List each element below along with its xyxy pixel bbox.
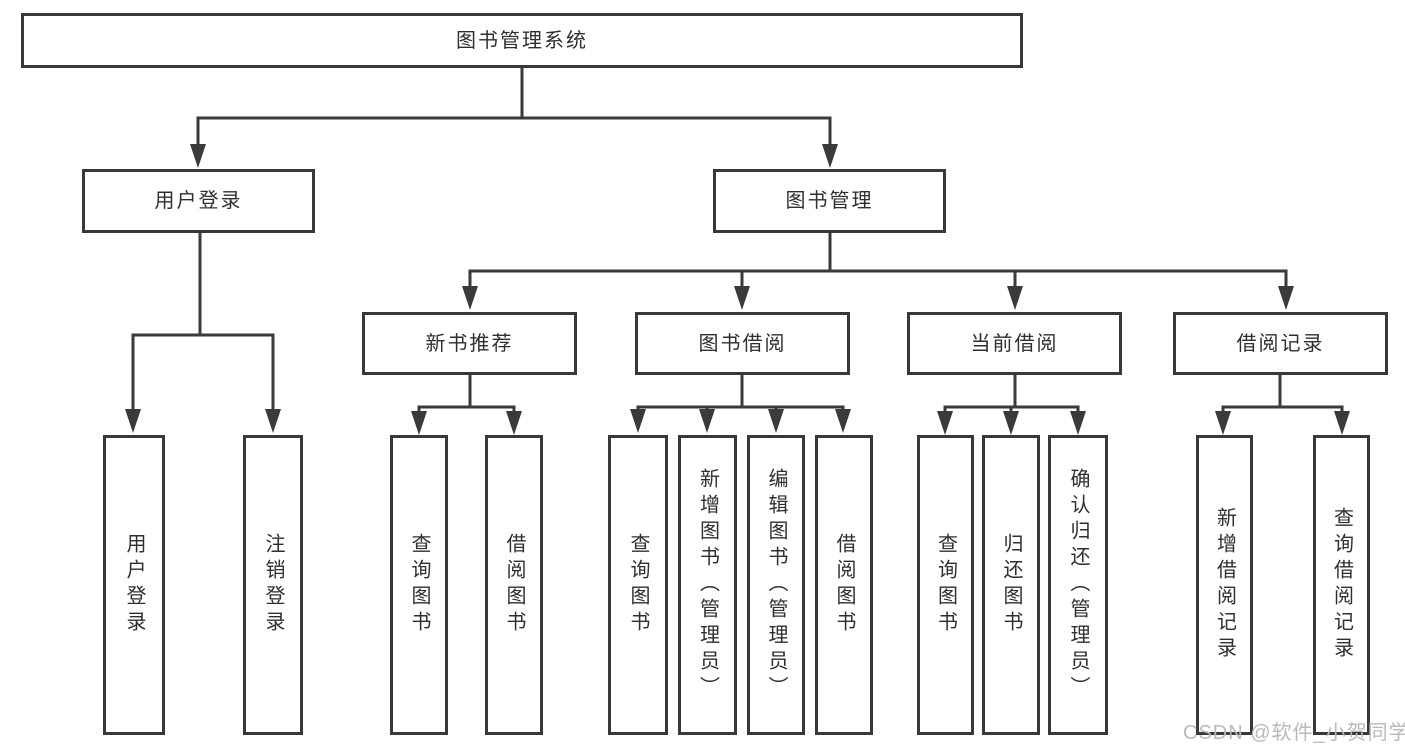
node-label: 图书管理 xyxy=(785,190,874,212)
leaf-label: 查询图书 xyxy=(408,533,430,637)
leaf-confirm-return-admin: 确认归还（管理员） xyxy=(1048,435,1108,735)
leaf-label: 用户登录 xyxy=(123,533,145,637)
leaf-add-books-admin: 新增图书（管理员） xyxy=(678,435,737,735)
leaf-logout: 注销登录 xyxy=(243,435,303,735)
node-label: 当前借阅 xyxy=(970,332,1059,355)
leaf-label: 编辑图书（管理员） xyxy=(765,468,787,702)
leaf-label: 归还图书 xyxy=(1000,533,1022,637)
leaf-user-login: 用户登录 xyxy=(103,435,165,735)
node-label: 图书管理系统 xyxy=(456,29,588,52)
leaf-label: 查询图书 xyxy=(627,533,649,637)
node-library-management-system: 图书管理系统 xyxy=(21,13,1023,68)
leaf-label: 查询借阅记录 xyxy=(1330,507,1353,663)
node-book-management: 图书管理 xyxy=(713,169,946,233)
leaf-label: 查询图书 xyxy=(934,533,957,637)
leaf-label: 借阅图书 xyxy=(503,533,525,637)
csdn-watermark: CSDN @软件_小贺同学 xyxy=(1183,722,1405,744)
leaf-label: 新增借阅记录 xyxy=(1213,507,1236,663)
leaf-label: 新增图书（管理员） xyxy=(696,468,719,702)
leaf-query-books: 查询图书 xyxy=(608,435,668,735)
leaf-return-books: 归还图书 xyxy=(982,435,1040,735)
leaf-query-books: 查询图书 xyxy=(917,435,974,735)
node-label: 用户登录 xyxy=(154,190,243,212)
node-book-borrow: 图书借阅 xyxy=(635,312,850,375)
leaf-label: 借阅图书 xyxy=(833,533,855,637)
leaf-add-borrow-record: 新增借阅记录 xyxy=(1196,435,1253,735)
node-user-login: 用户登录 xyxy=(82,169,315,233)
leaf-edit-books-admin: 编辑图书（管理员） xyxy=(747,435,805,735)
arrowhead-icons xyxy=(125,144,1350,435)
node-label: 借阅记录 xyxy=(1236,332,1325,355)
leaf-borrow-books: 借阅图书 xyxy=(485,435,543,735)
leaf-label: 确认归还（管理员） xyxy=(1067,468,1089,702)
node-label: 新书推荐 xyxy=(425,332,514,355)
leaf-query-books: 查询图书 xyxy=(390,435,448,735)
node-current-borrow: 当前借阅 xyxy=(907,312,1122,375)
leaf-label: 注销登录 xyxy=(262,533,284,637)
node-label: 图书借阅 xyxy=(698,332,787,355)
node-borrow-record: 借阅记录 xyxy=(1173,312,1388,375)
node-new-book-recommend: 新书推荐 xyxy=(362,312,577,375)
leaf-borrow-books: 借阅图书 xyxy=(815,435,873,735)
leaf-query-borrow-record: 查询借阅记录 xyxy=(1313,435,1370,735)
